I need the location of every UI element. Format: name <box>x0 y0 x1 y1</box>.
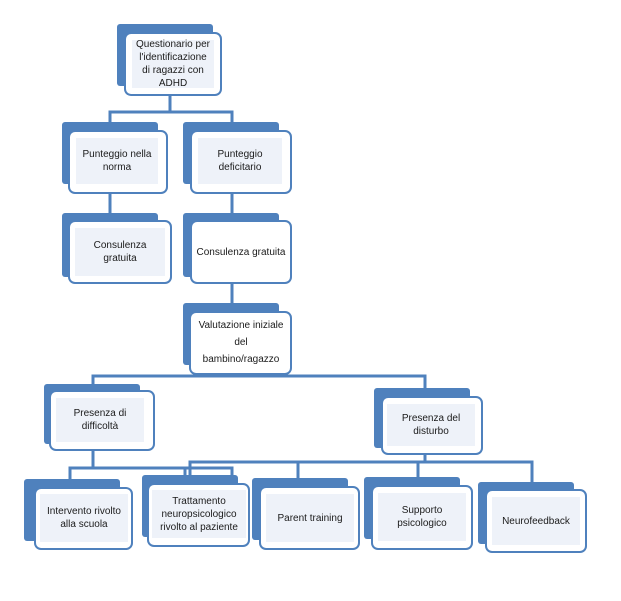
node-punteggio-deficitario-label: Punteggio deficitario <box>198 138 282 184</box>
node-presenza-difficolta-label: Presenza di difficoltà <box>56 398 144 442</box>
node-questionario-label: Questionario per l'identificazione di ra… <box>132 39 214 89</box>
node-parent-training-label: Parent training <box>266 494 354 542</box>
node-intervento-scuola-label: Intervento rivolto alla scuola <box>40 494 128 542</box>
node-neurofeedback-label: Neurofeedback <box>492 497 580 545</box>
node-presenza-disturbo-label: Presenza del disturbo <box>387 404 475 446</box>
node-punteggio-norma-label: Punteggio nella norma <box>76 138 158 184</box>
node-trattamento-label: Trattamento neuropsicologico rivolto al … <box>152 490 246 538</box>
node-consulenza-deficitario-label: Consulenza gratuita <box>196 246 286 258</box>
node-supporto-label: Supporto psicologico <box>378 493 466 541</box>
node-consulenza-norma-label: Consulenza gratuita <box>75 228 165 276</box>
node-valutazione-label: Valutazione iniziale del bambino/ragazzo <box>198 319 284 365</box>
